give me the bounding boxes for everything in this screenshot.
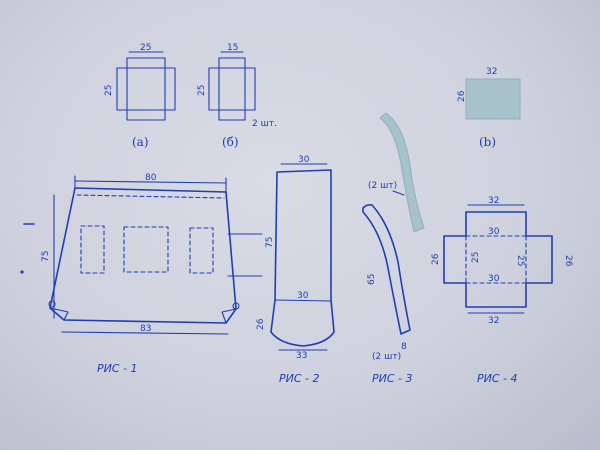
figure-4-fold-lines — [465, 235, 527, 284]
figure-4-inner-right: 25 — [515, 255, 525, 266]
figure-4-inner-bottom: 30 — [488, 274, 500, 284]
figure-1-dot — [20, 270, 24, 274]
figure-2-lower: 26 — [256, 318, 266, 330]
figure-2-bottom: 33 — [296, 351, 307, 361]
figure-v-square — [465, 78, 521, 120]
figure-4-inner-left: 25 — [471, 252, 481, 263]
figure-3-pointer — [392, 190, 405, 196]
figure-4-top: 32 — [488, 196, 499, 206]
figure-3: (2 шт) 65 8 (2 шт) РИС - 3 — [362, 112, 425, 385]
figure-1-hole-left — [48, 300, 56, 308]
figure-3-qty-bottom: (2 шт) — [372, 352, 401, 362]
figure-4-bottom: 32 — [488, 316, 499, 326]
figure-3-qty-top: (2 шт) — [368, 181, 397, 191]
figure-4-caption: РИС - 4 — [477, 372, 518, 385]
figure-1-top-dim — [74, 180, 227, 184]
figure-1-window-center — [123, 226, 169, 273]
figure-1-fold-top — [76, 194, 225, 199]
figure-1-window-left — [80, 225, 105, 274]
figure-3-strip — [362, 204, 411, 335]
figure-1-bottom: 83 — [140, 324, 151, 334]
figure-b-height: 25 — [197, 85, 207, 96]
figure-2-upper: 75 — [265, 237, 275, 248]
figure-1-window-right — [189, 227, 214, 274]
figure-3-shaded-strip — [379, 112, 425, 233]
figure-1: 80 83 75 РИС - 1 — [20, 173, 263, 375]
figure-2: 30 75 30 26 33 РИС - 2 — [256, 155, 335, 385]
figure-a: 25 25 (a) — [104, 43, 176, 149]
figure-a-net — [116, 57, 176, 121]
figure-4-right: 26 — [563, 255, 573, 267]
figure-1-top: 80 — [145, 173, 157, 183]
figure-1-outline — [49, 187, 237, 324]
figure-b-net — [208, 57, 256, 121]
figure-4-inner-top: 30 — [488, 227, 500, 237]
figure-b-label: (б) — [222, 135, 239, 149]
figure-a-label: (a) — [132, 135, 149, 149]
figure-b-width: 15 — [227, 43, 238, 53]
figure-3-length: 65 — [367, 274, 377, 285]
figure-a-width: 25 — [140, 43, 151, 53]
figure-v: 32 26 (b) — [457, 67, 521, 149]
figure-1-height: 75 — [41, 251, 51, 262]
figure-4-left: 26 — [431, 253, 441, 265]
figure-1-caption: РИС - 1 — [97, 362, 138, 375]
figure-v-width: 32 — [486, 67, 497, 77]
figure-3-end: 8 — [401, 342, 407, 352]
figure-4: 32 30 30 25 25 26 26 32 РИС - 4 — [431, 196, 573, 385]
figure-1-corner-folds — [49, 307, 237, 324]
figure-2-caption: РИС - 2 — [279, 372, 320, 385]
figure-1-hole-right — [232, 302, 240, 310]
figure-3-caption: РИС - 3 — [372, 372, 413, 385]
figure-v-label: (b) — [479, 135, 496, 149]
figure-b: 15 25 2 шт. (б) — [197, 43, 277, 149]
figure-2-outline — [270, 169, 335, 347]
figure-1-bottom-dim — [61, 331, 229, 335]
figure-v-height: 26 — [457, 90, 467, 102]
figure-a-height: 25 — [104, 85, 114, 96]
figure-2-fold-line — [274, 299, 332, 302]
figure-b-qty: 2 шт. — [252, 119, 277, 129]
figure-2-mid: 30 — [297, 291, 309, 301]
figure-2-top: 30 — [298, 155, 310, 165]
